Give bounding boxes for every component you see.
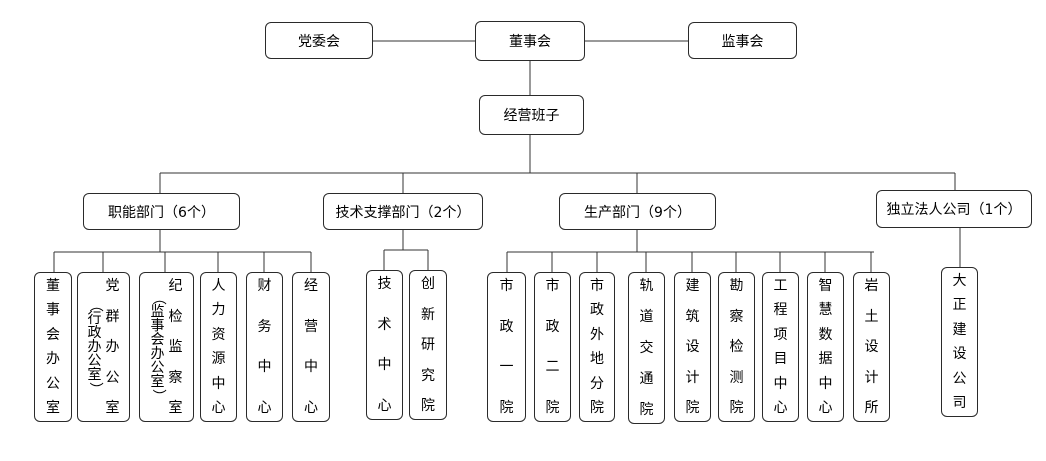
supervisory-board-box: 监事会: [688, 22, 797, 59]
unit-box: 大正建设公司: [941, 267, 978, 417]
unit-box: 工程项目中心: [762, 272, 799, 422]
division-box: 生产部门（9个）: [559, 193, 716, 230]
management-box: 经营班子: [479, 95, 584, 135]
unit-box: 人力资源中心: [200, 272, 237, 422]
unit-box: 经营中心: [292, 272, 330, 422]
unit-box: 市政外地分院: [579, 272, 615, 422]
board-box: 董事会: [475, 21, 585, 61]
unit-label: 纪检监察室: [168, 278, 183, 416]
unit-box: 轨道交通院: [628, 272, 665, 424]
unit-box: 勘察检测院: [718, 272, 755, 422]
unit-box: 董事会办公室: [34, 272, 72, 422]
unit-box: （行政办公室）党群办公室: [77, 272, 130, 422]
unit-box: 智慧数据中心: [807, 272, 844, 422]
unit-box: （监事会办公室）纪检监察室: [139, 272, 194, 422]
division-box: 技术支撑部门（2个）: [323, 193, 483, 230]
unit-box: 市政一院: [487, 272, 526, 422]
division-box: 独立法人公司（1个）: [876, 190, 1032, 228]
unit-box: 技术中心: [366, 270, 403, 420]
party-committee-box: 党委会: [265, 22, 373, 59]
division-box: 职能部门（6个）: [83, 193, 240, 230]
unit-sub-label: （监事会办公室）: [149, 291, 166, 403]
unit-box: 岩土设计所: [853, 272, 890, 422]
unit-box: 建筑设计院: [674, 272, 711, 422]
unit-sub-label: （行政办公室）: [86, 298, 103, 396]
unit-label: 党群办公室: [105, 278, 120, 416]
unit-box: 市政二院: [534, 272, 571, 422]
unit-box: 创新研究院: [409, 270, 447, 420]
unit-box: 财务中心: [246, 272, 283, 422]
